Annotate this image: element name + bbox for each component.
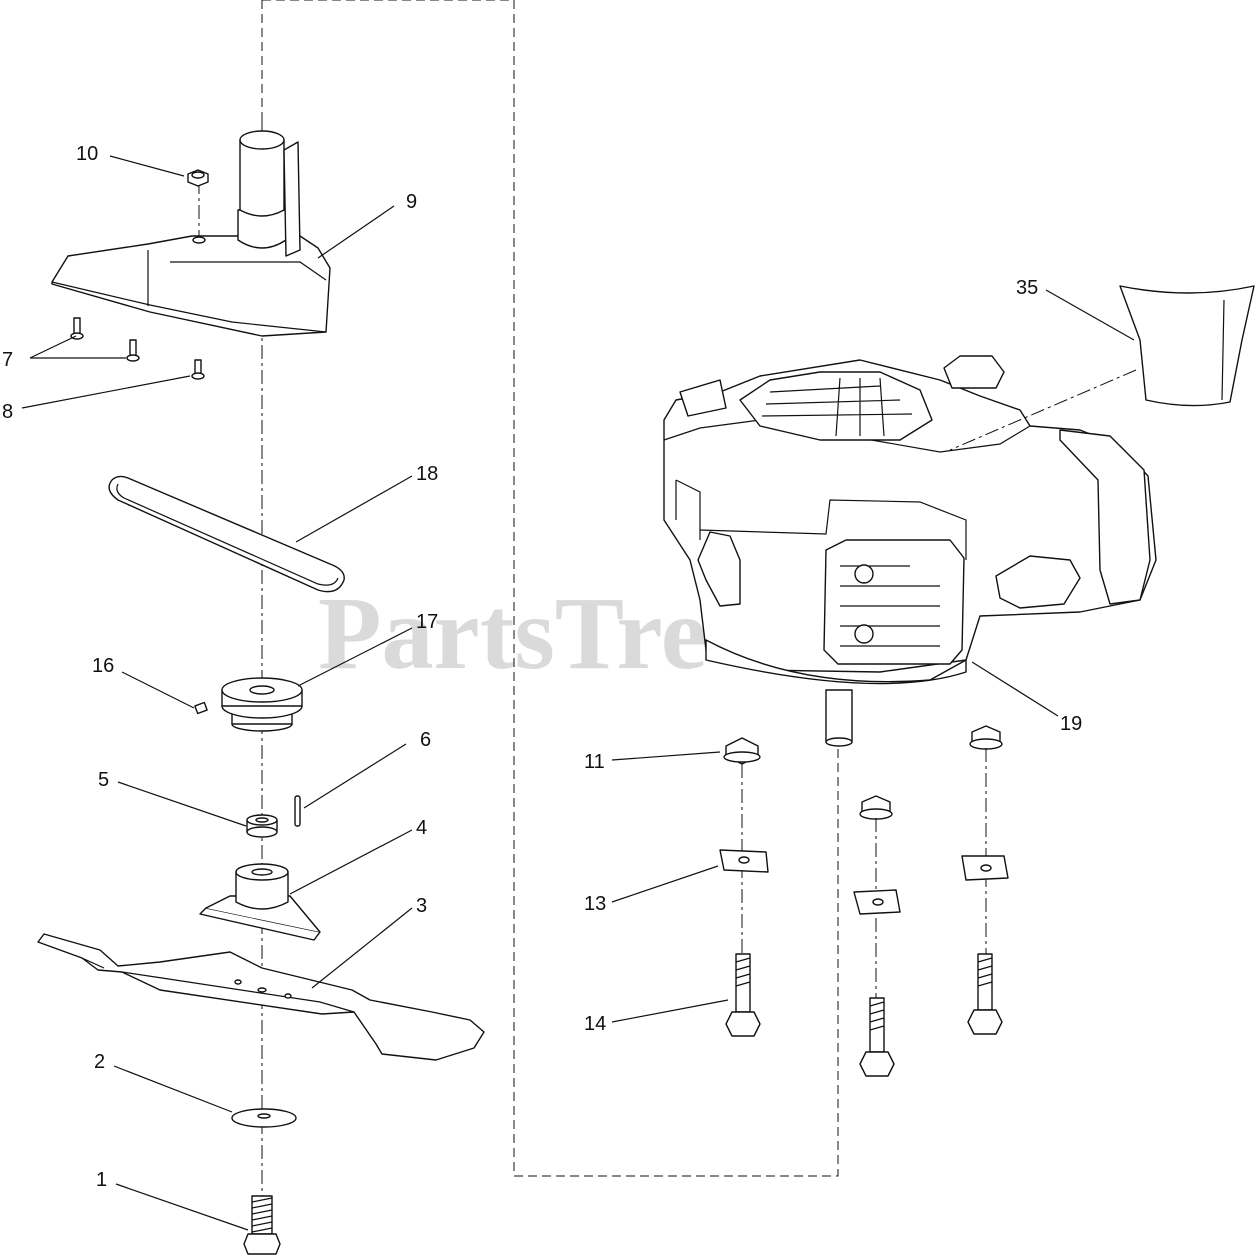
callout-9: 9 [406, 191, 417, 213]
blade-part-3 [37, 933, 485, 1061]
callout-16: 16 [92, 655, 114, 677]
key-part-6 [294, 795, 301, 827]
callout-7: 7 [2, 349, 13, 371]
callout-17: 17 [416, 611, 438, 633]
callout-18: 18 [416, 463, 438, 485]
callout-10: 10 [76, 143, 98, 165]
nut-part-11b [859, 795, 893, 820]
bolt-part-14b [859, 997, 895, 1077]
callout-11: 11 [584, 751, 605, 773]
belt-cover-part-9 [51, 130, 331, 337]
spacer-part-5 [246, 814, 278, 838]
callout-3: 3 [416, 895, 427, 917]
callout-6: 6 [420, 729, 431, 751]
callout-19: 19 [1060, 713, 1082, 735]
bolt-part-1 [243, 1195, 281, 1255]
callout-13: 13 [584, 893, 606, 915]
leader-lines [21, 155, 1135, 1231]
callout-8: 8 [2, 401, 13, 423]
callout-2: 2 [94, 1051, 105, 1073]
nut-part-10 [187, 169, 209, 187]
blade-adapter-part-4 [199, 863, 321, 941]
screw-part-8 [191, 359, 205, 380]
screw-part-7b [126, 339, 140, 362]
washer-part-2 [231, 1108, 297, 1128]
nut-part-11 [723, 737, 761, 765]
callout-1: 1 [96, 1169, 107, 1191]
bolt-part-14 [725, 953, 761, 1037]
plate-part-13c [961, 855, 1009, 881]
shaft-routing-line [261, 0, 839, 1177]
air-filter-part-35 [1119, 285, 1255, 407]
pulley-part-17 [221, 677, 303, 732]
set-screw-part-16 [194, 701, 208, 715]
plate-part-13b [853, 889, 901, 915]
filter-centerline [949, 369, 1137, 451]
callout-35: 35 [1016, 277, 1038, 299]
callout-labels: 10 9 7 8 18 17 16 6 5 4 3 2 1 35 19 11 1… [2, 143, 1082, 1191]
callout-14: 14 [584, 1013, 606, 1035]
engine-part-19 [663, 355, 1157, 747]
callout-5: 5 [98, 769, 109, 791]
callout-4: 4 [416, 817, 427, 839]
belt-part-18 [108, 475, 345, 593]
watermark: PartsTre [318, 576, 707, 691]
plate-part-13 [719, 849, 769, 873]
nut-part-11c [969, 725, 1003, 750]
screw-part-7a [70, 317, 84, 340]
bolt-part-14c [967, 953, 1003, 1035]
